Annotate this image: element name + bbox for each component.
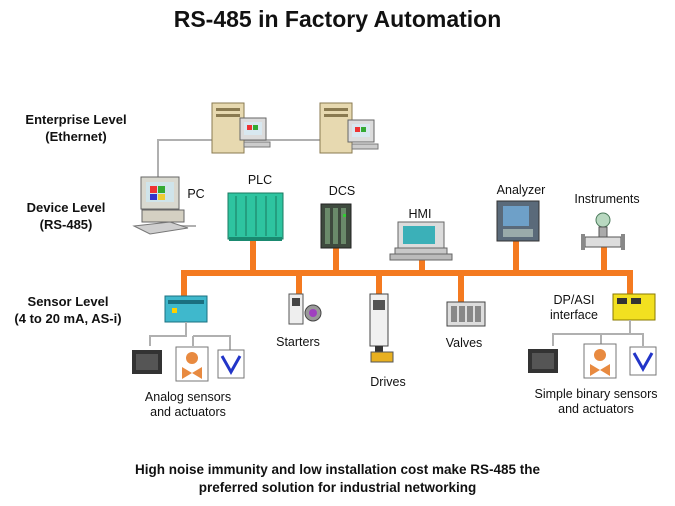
dpasi-label-line2: interface (550, 308, 598, 322)
analyzer-label: Analyzer (496, 183, 546, 197)
binary-actuator-valve-icon (583, 343, 617, 379)
analog-level-sensor-icon (217, 349, 245, 379)
drives-label: Drives (370, 375, 406, 389)
enterprise-level-protocol: (Ethernet) (45, 129, 107, 144)
binary-sensor-block-icon (528, 349, 558, 373)
footer-caption: High noise immunity and low installation… (40, 461, 635, 497)
binary-label-line2: and actuators (558, 402, 634, 416)
instruments-icon (581, 212, 625, 250)
device-level-protocol: (RS-485) (39, 217, 93, 232)
analyzer-icon (496, 200, 540, 242)
footer-line2: preferred solution for industrial networ… (198, 480, 477, 495)
analog-links (149, 322, 231, 350)
analog-label-line1: Analog sensors (144, 390, 232, 404)
sensor-level-protocol: (4 to 20 mA, AS-i) (14, 311, 122, 326)
server-right-icon (319, 102, 379, 154)
dpasi-label: DP/ASI interface (536, 293, 612, 323)
analog-label: Analog sensors and actuators (130, 390, 246, 420)
plc-label: PLC (247, 173, 273, 187)
pc-icon (132, 176, 189, 235)
dpasi-label-line1: DP/ASI (553, 293, 595, 307)
drive-icon (369, 293, 394, 363)
analog-label-line2: and actuators (150, 405, 226, 419)
enterprise-level-label: Enterprise Level (Ethernet) (6, 111, 146, 145)
sensor-level-label: Sensor Level (4 to 20 mA, AS-i) (0, 293, 138, 327)
sensor-level-name: Sensor Level (27, 294, 109, 309)
starters-label: Starters (276, 335, 320, 349)
plc-icon (227, 192, 284, 241)
analog-actuator-valve-icon (175, 346, 209, 382)
device-level-name: Device Level (26, 200, 106, 215)
hmi-icon (389, 221, 453, 261)
starter-icon (288, 293, 322, 325)
binary-links (552, 320, 644, 346)
page-title: RS-485 in Factory Automation (173, 6, 502, 32)
dpasi-interface-icon (612, 293, 656, 321)
dcs-label: DCS (328, 184, 356, 198)
analog-sensor-block-icon (132, 350, 162, 374)
device-level-label: Device Level (RS-485) (0, 199, 136, 233)
valves-label: Valves (445, 336, 483, 350)
rs485-bus (181, 237, 633, 305)
hmi-label: HMI (408, 207, 432, 221)
enterprise-level-name: Enterprise Level (25, 112, 127, 127)
valve-terminal-icon (446, 301, 486, 327)
analog-interface-icon (164, 295, 208, 323)
binary-label: Simple binary sensors and actuators (522, 387, 670, 417)
dcs-icon (320, 203, 352, 249)
binary-level-sensor-icon (629, 346, 657, 376)
binary-label-line1: Simple binary sensors (534, 387, 658, 401)
instruments-label: Instruments (574, 192, 640, 206)
footer-line1: High noise immunity and low installation… (134, 462, 541, 477)
server-left-icon (211, 102, 271, 154)
pc-label: PC (187, 187, 205, 201)
